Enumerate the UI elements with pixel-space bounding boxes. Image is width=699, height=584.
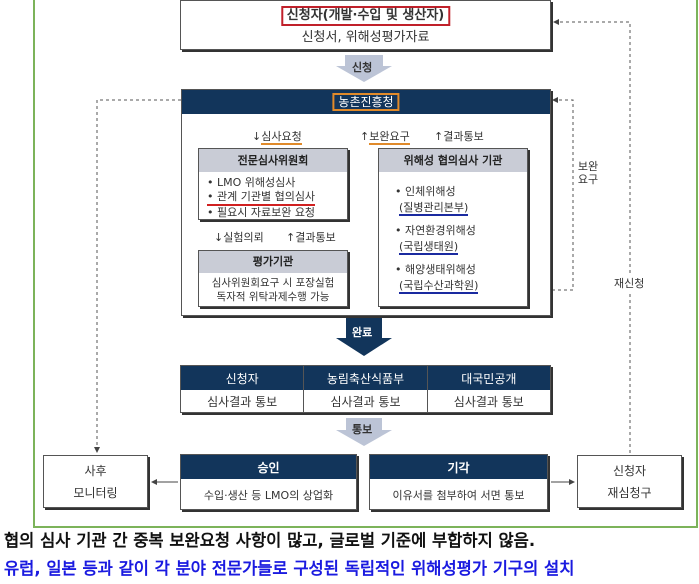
consult-title: 위해성 협의심사 기관: [379, 149, 527, 172]
rereview-line: 신청자: [612, 464, 647, 478]
consult-item: • 인체위해성: [395, 185, 456, 198]
approve-body: 수입·생산 등 LMO의 상업화: [203, 488, 334, 502]
eval-line: 심사위원회요구 시 포장실험: [211, 277, 335, 289]
arrow-notify: [336, 418, 392, 446]
diagram-frame: [33, 0, 698, 528]
rda-header: 농촌진흥청: [182, 90, 550, 114]
monitor-line: 모니터링: [73, 486, 118, 500]
note-problem: 협의 심사 기관 간 중복 보완요청 사항이 많고, 글로벌 기준에 부합하지 …: [4, 531, 536, 550]
committee-title: 전문심사위원회: [199, 149, 347, 172]
committee-item: • 필요시 자료보완 요청: [207, 206, 316, 219]
consult-org: (국립생태원): [399, 240, 459, 255]
side-supplement-label: 보완 요구: [577, 160, 599, 186]
consult-org: (국립수산과학원): [399, 279, 479, 294]
committee-item: • 관계 기관별 협의심사: [207, 190, 316, 206]
consult-item: • 해양생태위해성: [395, 263, 476, 276]
lab-result-label: ↑결과통보: [286, 231, 336, 244]
monitor-box: 사후 모니터링: [43, 455, 148, 508]
arrow-done: [336, 316, 392, 356]
committee-item: • LMO 위해성심사: [207, 176, 296, 189]
monitor-line: 사후: [84, 464, 107, 478]
arrow-apply: [336, 55, 392, 82]
reject-box: 기각 이유서를 첨부하여 서면 통보: [369, 454, 548, 510]
note-proposal: 유럽, 일본 등과 같이 각 분야 전문가들로 구성된 독립적인 위해성평가 기…: [4, 559, 575, 578]
side-reapply-label: 재신청: [614, 275, 645, 291]
result-notice-label: ↑결과통보: [434, 130, 484, 143]
applicant-docs: 신청서, 위해성평가자료: [301, 30, 430, 45]
reject-title: 기각: [370, 455, 547, 479]
arrow-apply-label: 신청: [352, 61, 373, 74]
approve-box: 승인 수입·생산 등 LMO의 상업화: [180, 454, 357, 510]
eval-title: 평가기관: [199, 251, 347, 273]
reject-body: 이유서를 첨부하여 서면 통보: [392, 488, 525, 502]
req-review-label: ↓심사요청: [252, 130, 302, 145]
applicant-box: 신청자(개발·수입 및 생산자) 신청서, 위해성평가자료: [180, 0, 551, 50]
req-supplement-label: ↑보완요구: [360, 130, 410, 145]
rereview-box: 신청자 재심청구: [577, 455, 682, 508]
lab-request-label: ↓실험의뢰: [214, 231, 264, 244]
consult-box: 위해성 협의심사 기관 • 인체위해성 (질병관리본부) • 자연환경위해성 (…: [378, 148, 528, 307]
consult-item: • 자연환경위해성: [395, 224, 476, 237]
rda-title: 농촌진흥청: [332, 93, 400, 111]
committee-box: 전문심사위원회 • LMO 위해성심사 • 관계 기관별 협의심사 • 필요시 …: [198, 148, 348, 220]
consult-org: (질병관리본부): [399, 201, 469, 216]
approve-title: 승인: [181, 455, 356, 479]
eval-box: 평가기관 심사위원회요구 시 포장실험 독자적 위탁과제수행 가능: [198, 250, 348, 307]
arrow-notify-label: 통보: [352, 423, 373, 436]
arrow-done-label: 완료: [352, 326, 373, 339]
eval-line: 독자적 위탁과제수행 가능: [216, 291, 330, 303]
applicant-title: 신청자(개발·수입 및 생산자): [280, 6, 451, 26]
rereview-line: 재심청구: [607, 486, 652, 500]
